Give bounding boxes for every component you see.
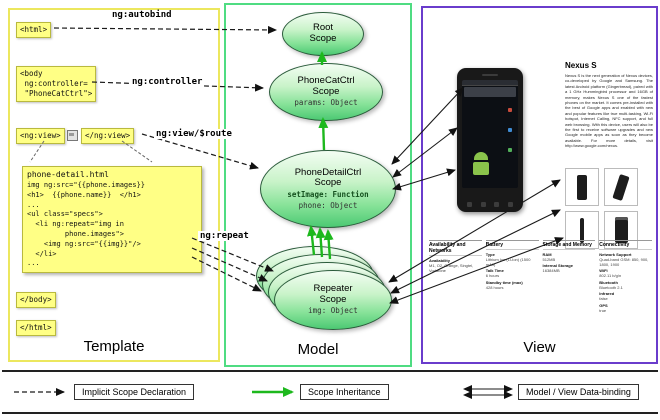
code-line: <ul class="specs">: [27, 210, 103, 219]
spec-value: M1, O2, Orange, Singtel, Vodafone: [429, 262, 474, 273]
spec-value: 428 hours: [485, 284, 504, 290]
legend-double-arrow-icon: [463, 385, 513, 399]
legend-data-binding-label: Model / View Data-binding: [518, 384, 639, 400]
html-open-tag: <html>: [16, 22, 52, 39]
phone-button-icon: [494, 202, 500, 207]
spec-value: false: [599, 296, 608, 301]
template-panel: <html> <body ng:controller= "PhoneCatCtr…: [8, 8, 220, 362]
phone-button-icon: [467, 202, 472, 207]
code-line: </li>: [27, 249, 57, 258]
phone-thumbnail: [565, 168, 599, 206]
phone-name: Nexus S: [565, 61, 597, 70]
scope-type: Scope: [314, 177, 342, 189]
phone-screen: [462, 80, 518, 188]
spec-header: Connectivity: [599, 241, 652, 250]
app-icon: [508, 128, 512, 132]
spec-header: Availability and Networks: [429, 241, 482, 256]
code-line: ...: [27, 259, 40, 268]
ng-view-route-label: ng:view/$route: [154, 129, 234, 139]
phone-search-bar: [464, 87, 516, 97]
ng-controller-label: ng:controller: [130, 77, 205, 87]
android-robot-icon: [474, 152, 488, 160]
phone-thumbnail: [604, 211, 638, 249]
view-panel-title: View: [523, 339, 556, 356]
scope-type: Scope: [309, 33, 337, 44]
view-placeholder-icon: [67, 130, 78, 141]
scope-type: Scope: [312, 85, 340, 97]
phone-button-icon: [480, 202, 486, 207]
html-close-tag: </html>: [16, 320, 56, 337]
phone-buttons: [467, 202, 513, 207]
spec-value: Bluetooth 2.1: [599, 284, 623, 290]
phone-earpiece: [482, 74, 498, 76]
code-line: <h1> {{phone.name}} </h1>: [27, 190, 141, 199]
ng-view-close-tag: </ng:view>: [81, 128, 135, 145]
code-filename: phone-detail.html: [27, 170, 109, 179]
scope-name: PhoneCatCtrl: [297, 75, 355, 86]
phonecatctrl-scope-ellipse: PhoneCatCtrl Scope params: Object: [269, 63, 383, 121]
phone-thumbnail: [565, 211, 599, 249]
code-lines: img ng:src="{{phone.images}}<h1> {{phone…: [27, 181, 197, 269]
model-panel: Root Scope PhoneCatCtrl Scope params: Ob…: [224, 3, 412, 367]
spec-value: 16384MB: [542, 268, 560, 273]
template-panel-title: Template: [83, 338, 145, 355]
scope-property: phone: Object: [298, 200, 358, 210]
phone-description: Nexus S is the next generation of Nexus …: [565, 73, 653, 149]
app-icon: [508, 148, 512, 152]
code-line: <img ng:src="{{img}}"/>: [27, 239, 141, 248]
repeater-scope-ellipse: Repeater Scope img: Object: [274, 270, 392, 330]
view-panel: Nexus S Nexus S is the next generation o…: [421, 6, 658, 364]
scope-name: Repeater: [313, 283, 353, 294]
spec-key: WiFi: [599, 268, 608, 273]
spec-header: Storage and Memory: [542, 241, 596, 250]
phone-thumbnail: [604, 168, 638, 206]
model-panel-title: Model: [297, 341, 339, 358]
spec-key: GPS: [599, 302, 608, 308]
ng-autobind-label: ng:autobind: [110, 10, 174, 20]
app-icon: [508, 108, 512, 112]
spec-key: Infrared: [599, 291, 615, 296]
code-line: <li ng:repeat="img in: [27, 220, 124, 229]
scope-type: Scope: [319, 293, 347, 305]
body-close-tag: </body>: [16, 292, 56, 309]
scope-property: params: Object: [294, 98, 358, 108]
scope-property: setImage: Function: [287, 189, 369, 199]
legend-scope-inheritance-label: Scope Inheritance: [300, 384, 389, 400]
scope-name: Root: [312, 22, 334, 34]
spec-value: 512MB: [542, 256, 556, 262]
legend-divider-bottom: [2, 412, 658, 414]
spec-value: Quad-band GSM: 850, 900, 1800, 1900: [599, 256, 649, 267]
spec-value: 6 hours: [485, 273, 500, 278]
phone-status-bar: [462, 80, 518, 86]
ng-view-open-tag: <ng:view>: [16, 128, 65, 145]
legend-implicit-scope-label: Implicit Scope Declaration: [74, 384, 195, 400]
spec-value: 802.11 b/g/n: [599, 273, 622, 278]
phone-detail-code-block: phone-detail.html img ng:src="{{phone.im…: [22, 166, 202, 274]
code-line: ...: [27, 200, 40, 209]
root-scope-ellipse: Root Scope: [282, 12, 364, 56]
scope-name: PhoneDetailCtrl: [294, 166, 362, 178]
spec-key: Bluetooth: [599, 279, 618, 285]
code-line: img ng:src="{{phone.images}}: [27, 181, 146, 189]
spec-key: Network Support: [599, 251, 632, 257]
body-open-tag: <body ng:controller= "PhoneCatCtrl">: [16, 66, 97, 103]
spec-value: Lithium Ion (Li-Ion) (1500 mAh): [485, 256, 531, 267]
phonedetailctrl-scope-ellipse: PhoneDetailCtrl Scope setImage: Function…: [260, 150, 396, 228]
code-line: phone.images">: [27, 229, 124, 238]
legend-divider-top: [2, 370, 658, 372]
phone-button-icon: [507, 202, 513, 207]
phone-image: [457, 68, 523, 212]
spec-header: Battery: [485, 241, 539, 250]
android-robot-icon: [473, 162, 489, 175]
scope-property: img: Object: [308, 306, 358, 316]
spec-value: true: [599, 307, 607, 313]
phone-thumbnails: [565, 168, 638, 249]
ng-repeat-label: ng:repeat: [198, 231, 251, 241]
